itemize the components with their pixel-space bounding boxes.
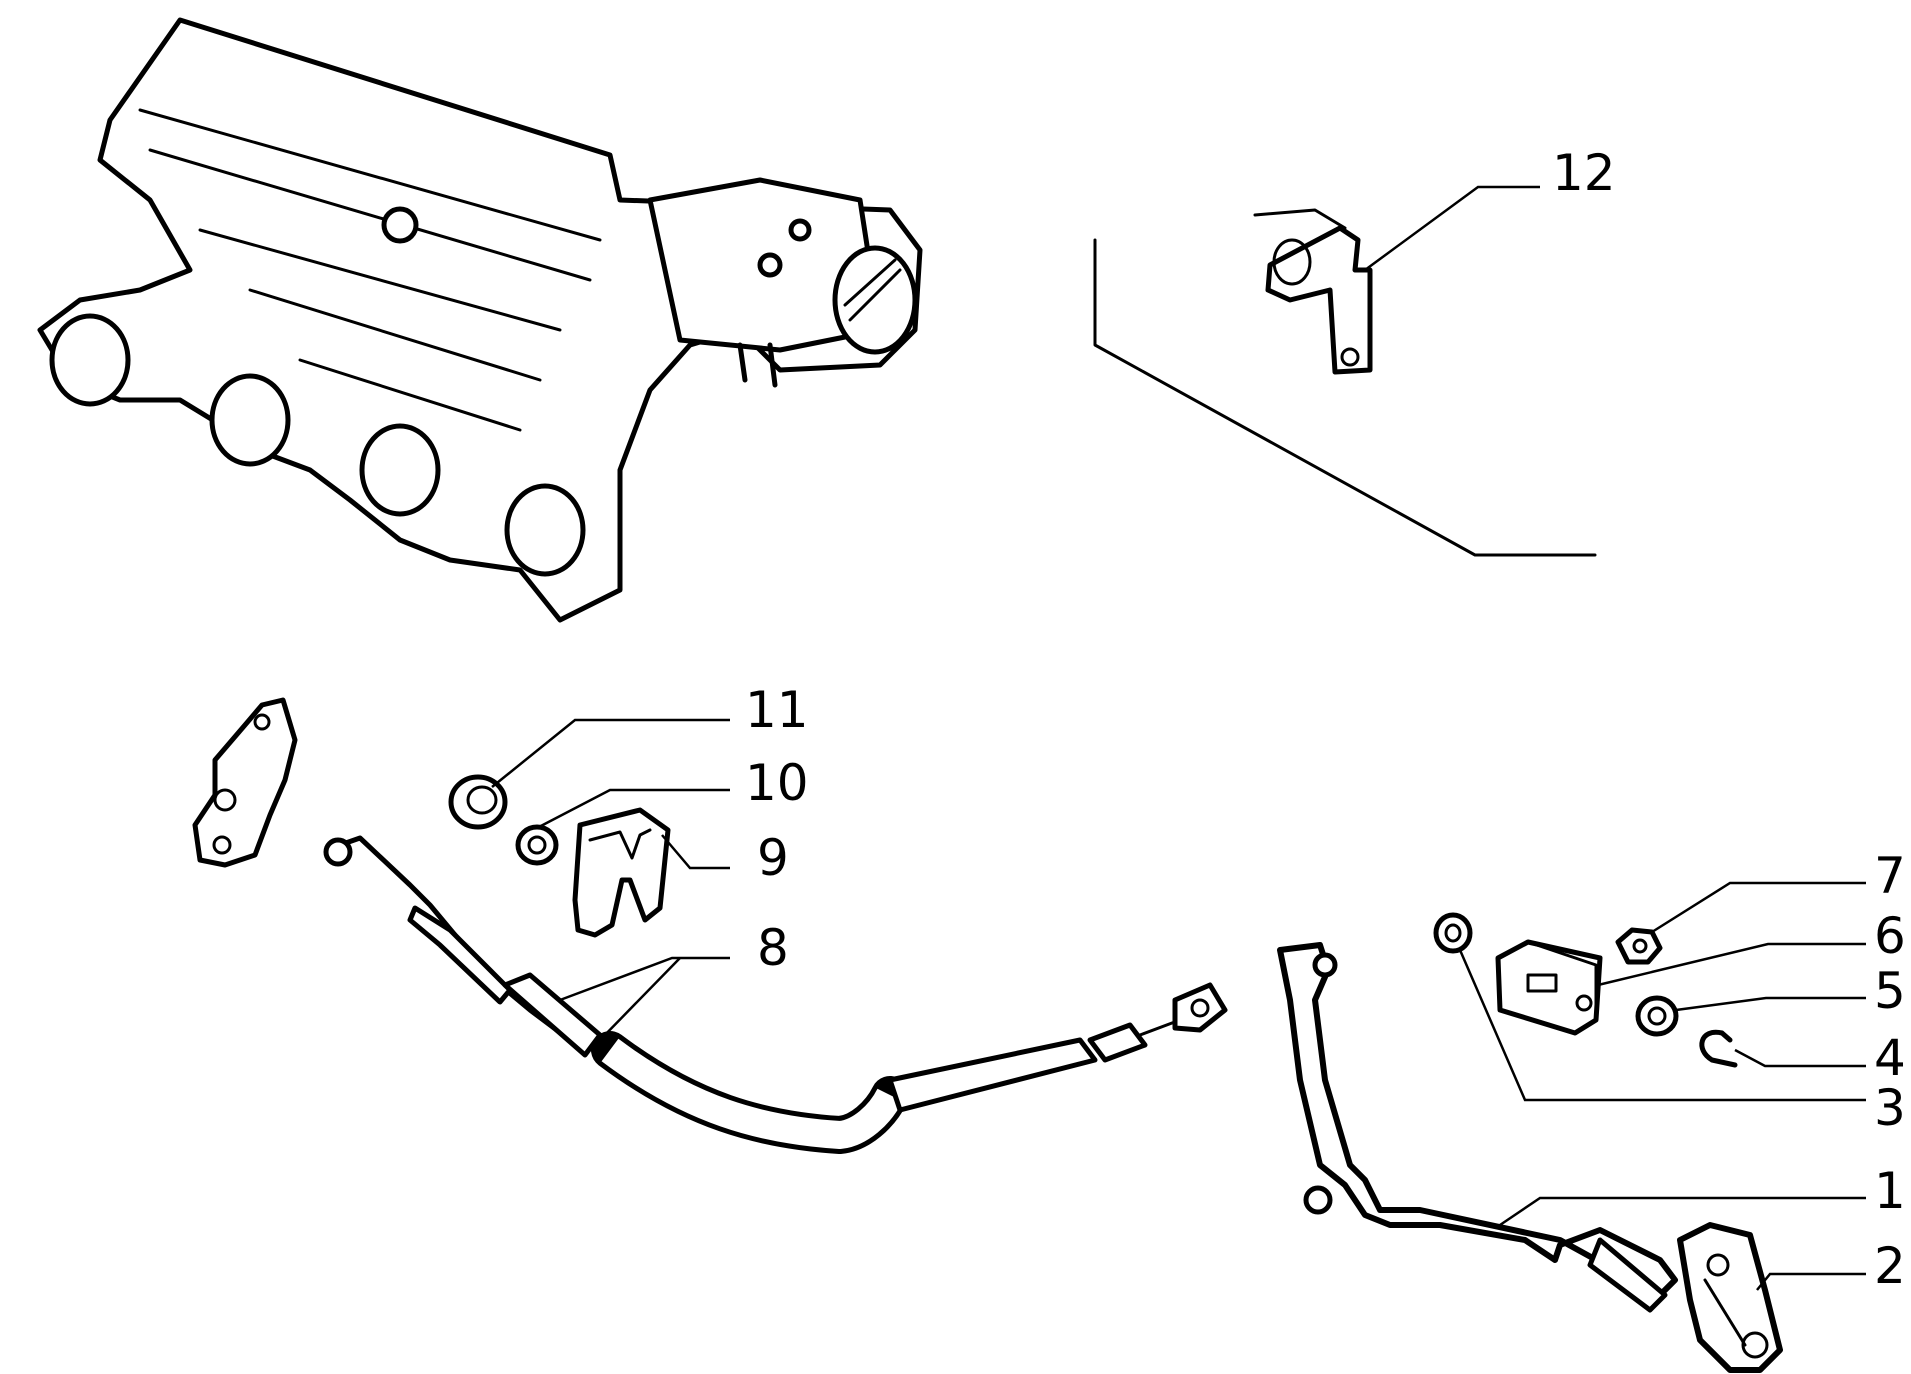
callout-9: 9 (757, 829, 789, 887)
throttle-lever (192, 697, 298, 868)
pedal-pad-2 (1677, 1222, 1783, 1373)
rubber-block-6 (1495, 939, 1603, 1036)
callout-10: 10 (745, 754, 809, 812)
washer-3 (1433, 912, 1473, 954)
callout-6: 6 (1874, 907, 1906, 965)
callout-7: 7 (1874, 847, 1906, 905)
callout-11: 11 (745, 681, 809, 739)
callout-1: 1 (1874, 1162, 1906, 1220)
callout-5: 5 (1874, 962, 1906, 1020)
washer-10 (515, 824, 559, 866)
circlip-4 (1699, 1029, 1738, 1068)
washer-5 (1635, 995, 1679, 1037)
callout-labels: 12 11 10 9 8 7 6 5 4 3 1 2 (745, 144, 1906, 1295)
callout-12: 12 (1552, 144, 1616, 202)
callout-8: 8 (757, 919, 789, 977)
callout-2: 2 (1874, 1237, 1906, 1295)
clip-9 (572, 807, 671, 938)
callout-4: 4 (1874, 1029, 1906, 1087)
leader-lines (491, 185, 1866, 1291)
pedal-lever-1 (1277, 942, 1678, 1313)
intake-manifold (37, 17, 923, 623)
callout-3: 3 (1874, 1079, 1906, 1137)
grommet-11 (448, 774, 508, 830)
nut-7 (1615, 927, 1663, 965)
accelerator-cable-8 (323, 835, 1228, 1154)
clamp-bracket-12 (1093, 208, 1597, 557)
